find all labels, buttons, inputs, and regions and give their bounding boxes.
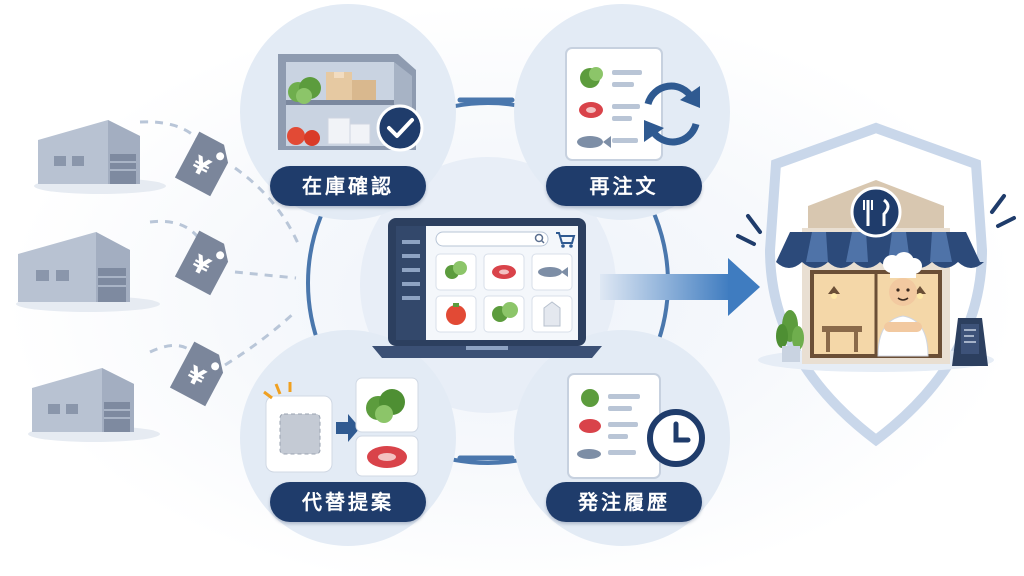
ring-connectors: [457, 97, 515, 461]
clock-icon: [647, 409, 705, 467]
missing-item-icon: [263, 382, 333, 473]
warehouse-icon: [34, 120, 166, 194]
plant-icon: [776, 310, 804, 362]
shelf-icon: [278, 54, 416, 150]
price-tag-icon: ¥: [174, 230, 229, 296]
replace-arrow-icon: [336, 414, 360, 442]
warehouse-icon: [16, 232, 160, 312]
price-tag-icon: ¥: [169, 341, 224, 407]
restaurant-section: [736, 122, 1016, 447]
search-input[interactable]: [435, 231, 549, 247]
label-reorder: 再注文: [546, 166, 702, 206]
chef-icon: [877, 252, 929, 357]
fork-knife-icon: [850, 186, 902, 238]
label-history: 発注履歴: [546, 482, 702, 522]
price-tag-icon: ¥: [174, 131, 229, 197]
awning: [776, 232, 984, 268]
order-list-icon: [565, 47, 663, 161]
history-list-icon: [567, 373, 661, 479]
checkmark-icon: [376, 104, 424, 152]
refresh-icon: [644, 82, 700, 146]
label-alternative: 代替提案: [270, 482, 426, 522]
substitute-items-icon: [355, 377, 419, 477]
label-stock-check: 在庫確認: [270, 166, 426, 206]
search-icon: [534, 233, 545, 244]
laptop-icon: [372, 218, 602, 358]
flow-arrow: [600, 258, 760, 316]
menu-board-icon: [952, 318, 988, 366]
warehouse-icon: [28, 368, 160, 442]
shopping-cart-icon[interactable]: [556, 232, 576, 248]
